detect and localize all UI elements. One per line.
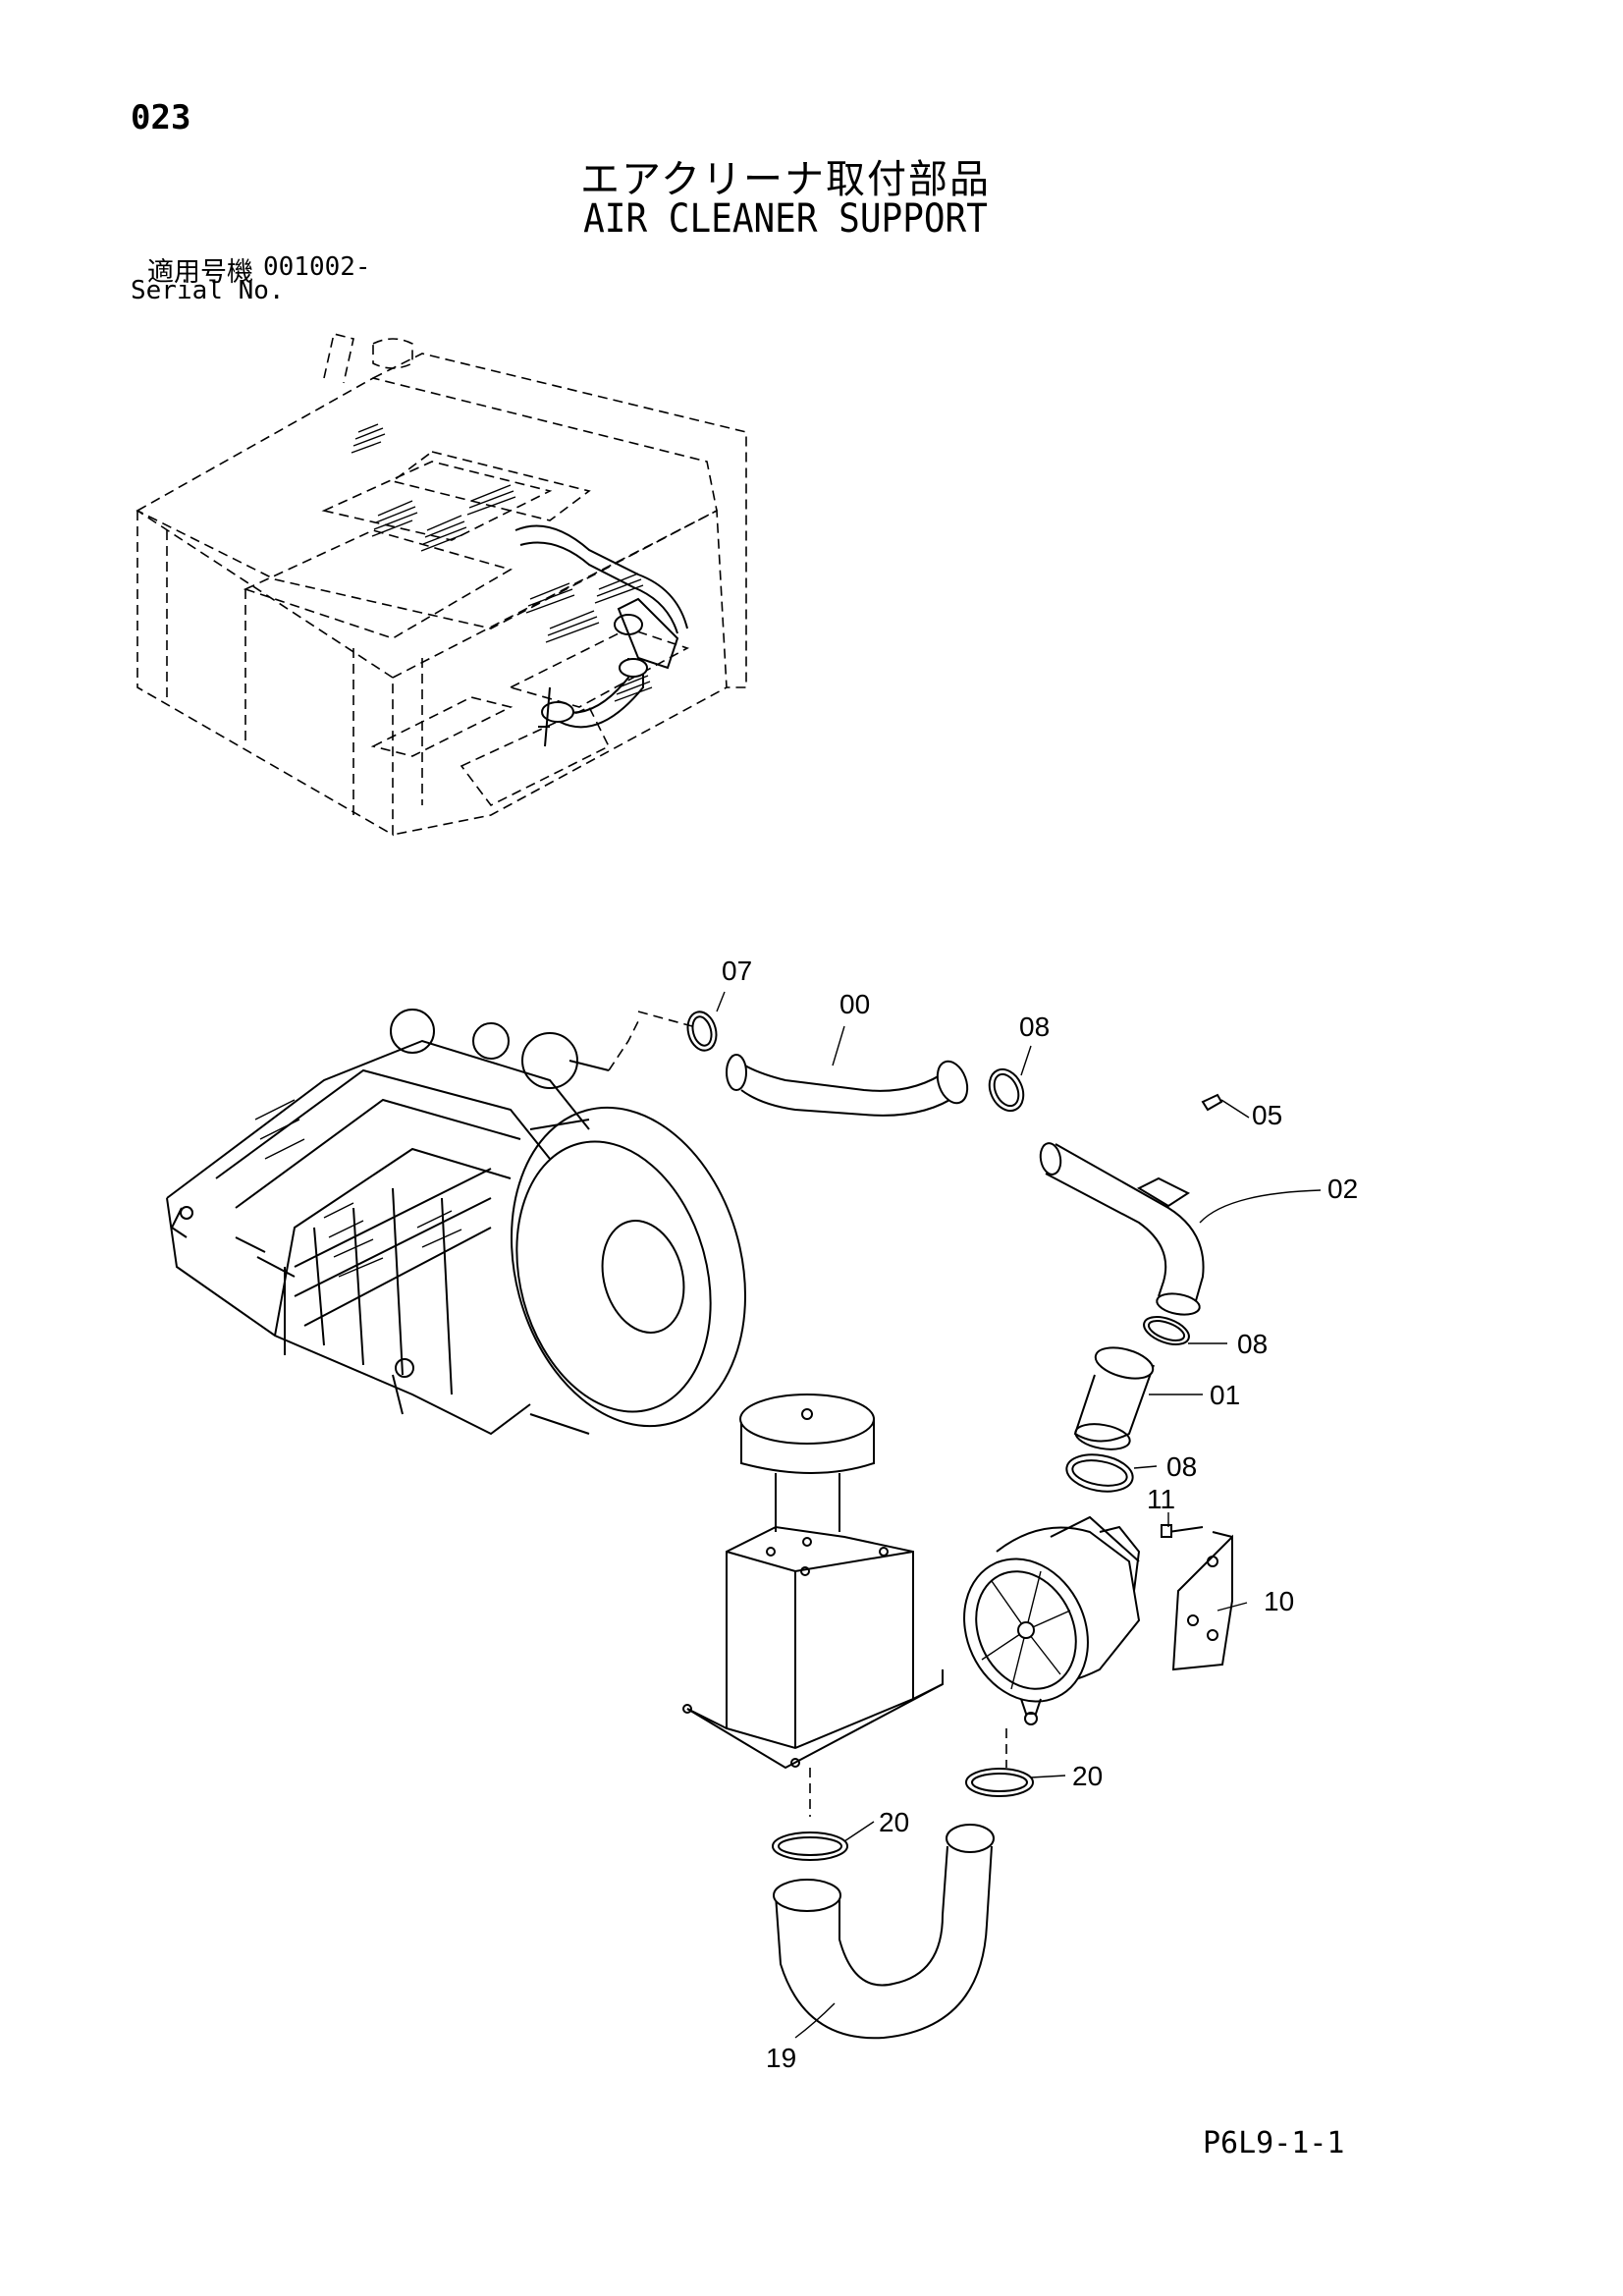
- callout-00: 00: [839, 989, 870, 1019]
- page-footer-code: P6L9-1-1: [1203, 2126, 1345, 2160]
- part-08-clamp-middle: [1143, 1316, 1190, 1345]
- callout-08-upper: 08: [1019, 1011, 1050, 1042]
- air-cleaner-body: [963, 1515, 1141, 1725]
- callout-08-lower: 08: [1166, 1451, 1197, 1482]
- callout-11: 11: [1147, 1484, 1175, 1514]
- part-00-hose: [726, 1054, 969, 1117]
- callout-10: 10: [1264, 1586, 1294, 1616]
- engine-drawing: [166, 1009, 747, 1436]
- callout-20-right: 20: [1072, 1761, 1103, 1791]
- serial-label-jp: 適用号機: [147, 257, 253, 288]
- part-05-screw: [1201, 1093, 1223, 1112]
- callout-08-middle: 08: [1237, 1329, 1268, 1359]
- part-08-clamp-upper: [988, 1067, 1025, 1113]
- title-japanese: エアクリーナ取付部品: [580, 157, 991, 202]
- part-02-elbow-pipe: [1039, 1142, 1205, 1316]
- precleaner-housing: [682, 1394, 944, 1817]
- serial-label-en: Serial No.: [131, 276, 285, 305]
- part-20-clamp-right: [965, 1728, 1034, 1797]
- callout-02: 02: [1327, 1174, 1358, 1204]
- title-english: AIR CLEANER SUPPORT: [583, 196, 988, 242]
- machine-overview-drawing: [135, 333, 747, 837]
- part-20-clamp-left: [772, 1831, 848, 1861]
- part-11-bolt: [1161, 1524, 1204, 1538]
- callout-leaders: [716, 991, 1322, 2039]
- page-number: 023: [131, 98, 191, 137]
- part-19-u-pipe: [773, 1824, 995, 2040]
- callout-01: 01: [1210, 1380, 1240, 1410]
- part-08-clamp-lower: [1065, 1453, 1134, 1493]
- serial-value: 001002-: [263, 252, 371, 282]
- callout-19: 19: [766, 2043, 796, 2073]
- callout-07: 07: [722, 956, 752, 986]
- callout-20-left: 20: [879, 1807, 909, 1837]
- part-10-bracket: [1171, 1531, 1233, 1671]
- part-07-clamp: [637, 1011, 718, 1052]
- callout-05: 05: [1252, 1100, 1282, 1130]
- part-01-hose: [1073, 1346, 1155, 1450]
